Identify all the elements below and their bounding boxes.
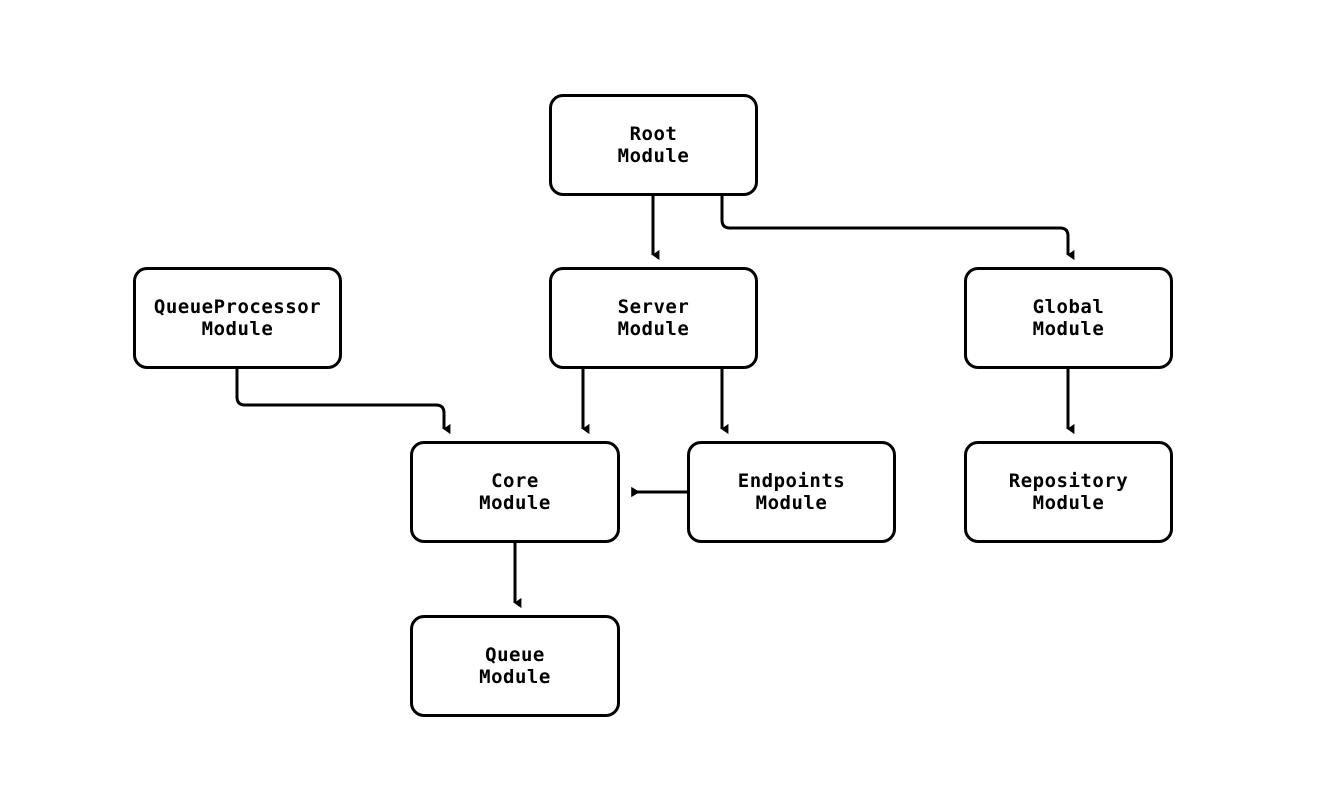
node-global-module[interactable]: Global Module [964, 267, 1173, 369]
node-root-module[interactable]: Root Module [549, 94, 758, 196]
edge-queueprocessor-to-core [235, 369, 451, 435]
node-endpoints-module[interactable]: Endpoints Module [687, 441, 896, 543]
edge-root-to-global [720, 196, 1075, 261]
node-server-module[interactable]: Server Module [549, 267, 758, 369]
node-queueprocessor-module-label: QueueProcessor Module [153, 296, 322, 340]
node-repository-module-label: Repository Module [1008, 470, 1129, 514]
node-queue-module-label: Queue Module [479, 644, 551, 688]
node-root-module-label: Root Module [617, 123, 690, 167]
node-core-module-label: Core Module [479, 470, 551, 514]
node-repository-module[interactable]: Repository Module [964, 441, 1173, 543]
node-queue-module[interactable]: Queue Module [410, 615, 620, 717]
node-global-module-label: Global Module [1032, 296, 1105, 340]
node-endpoints-module-label: Endpoints Module [737, 470, 846, 514]
node-core-module[interactable]: Core Module [410, 441, 620, 543]
node-server-module-label: Server Module [617, 296, 690, 340]
node-queueprocessor-module[interactable]: QueueProcessor Module [133, 267, 342, 369]
